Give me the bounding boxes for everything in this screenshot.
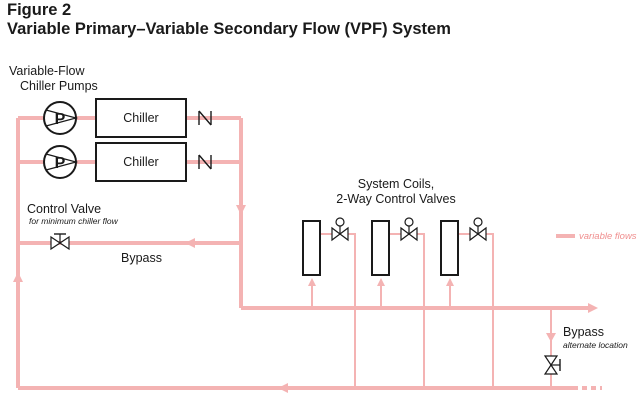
coil-icon: [302, 220, 321, 276]
alt-bypass-note: alternate location: [563, 340, 628, 350]
pump-symbol: P: [55, 155, 66, 172]
arrow-up-icon: [13, 272, 23, 282]
chiller-box: [95, 142, 187, 182]
chiller-2: Chiller: [95, 142, 187, 182]
coils-label-line1: System Coils,: [358, 177, 434, 191]
pump-1: P: [43, 101, 79, 135]
arrow-up-coil-2-icon: [377, 278, 385, 286]
coil-icon: [440, 220, 459, 276]
coil-1: [302, 217, 349, 276]
coil-icon: [371, 220, 390, 276]
control-valve-icon: [50, 233, 70, 251]
coils-label-line2: 2-Way Control Valves: [336, 192, 455, 206]
arrow-up-coil-1-icon: [308, 278, 316, 286]
arrow-up-coil-3-icon: [446, 278, 454, 286]
chiller-1: Chiller: [95, 98, 187, 138]
arrow-right-icon: [588, 303, 598, 313]
pumps-label-line2: Chiller Pumps: [20, 79, 98, 93]
pump-2: P: [43, 145, 79, 179]
coil-2-return-pipe: [389, 233, 425, 388]
arrow-down-bypass-icon: [546, 333, 556, 342]
flow-arrows: [13, 205, 598, 393]
arrow-down-icon: [236, 205, 246, 215]
check-valve-1-icon: [198, 110, 212, 126]
legend-label: variable flows: [579, 231, 637, 242]
chiller-box: [95, 98, 187, 138]
check-valve-2-icon: [198, 154, 212, 170]
arrow-left-icon: [185, 238, 195, 248]
figure-label: Figure 2: [7, 1, 72, 19]
pumps-label-line1: Variable-Flow: [9, 64, 85, 78]
alt-bypass-valve-icon: [543, 355, 561, 375]
bypass-label: Bypass: [121, 251, 162, 265]
two-way-valve-icon: [469, 226, 479, 242]
coil-3-return-pipe: [458, 233, 494, 388]
chiller-label: Chiller: [123, 155, 158, 169]
coil-1-return-pipe: [320, 233, 356, 388]
chiller-label: Chiller: [123, 111, 158, 125]
pump-symbol: P: [55, 111, 66, 128]
alt-bypass-label: Bypass: [563, 325, 604, 339]
arrow-left-return-icon: [278, 383, 288, 393]
coil-2: [371, 217, 418, 276]
two-way-valve-icon: [400, 226, 410, 242]
control-valve-label: Control Valve: [27, 202, 101, 216]
control-valve-note: for minimum chiller flow: [29, 216, 119, 226]
figure-title: Variable Primary–Variable Secondary Flow…: [7, 20, 451, 38]
two-way-valve-icon: [331, 226, 341, 242]
coil-3: [440, 217, 487, 276]
